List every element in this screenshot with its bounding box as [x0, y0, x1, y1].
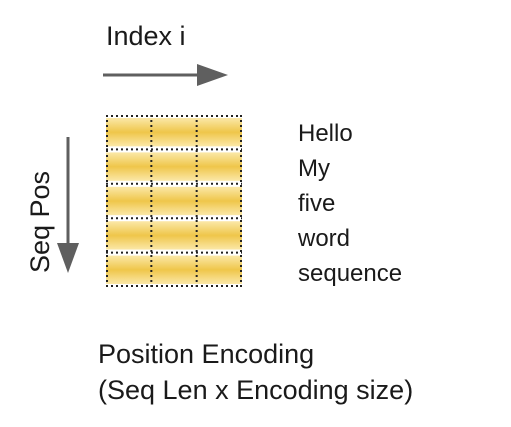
- index-label: Index i: [106, 21, 186, 51]
- encoding-row: [106, 186, 242, 216]
- word-item: five: [298, 190, 336, 217]
- seq-pos-label: Seq Pos: [25, 170, 55, 274]
- word-list: Hello My five word sequence: [298, 116, 402, 291]
- encoding-row: [106, 152, 242, 181]
- encoding-row: [106, 221, 242, 250]
- caption-line-title: Position Encoding: [98, 339, 315, 369]
- word-item: sequence: [298, 260, 403, 287]
- word-item: word: [298, 225, 351, 252]
- index-arrow: [103, 64, 228, 86]
- encoding-grid: [106, 115, 242, 287]
- word-item: Hello: [298, 120, 353, 147]
- seq-pos-arrow: [57, 137, 79, 273]
- caption-line-subtitle: (Seq Len x Encoding size): [98, 375, 414, 405]
- caption: Position Encoding (Seq Len x Encoding si…: [98, 336, 413, 408]
- encoding-row: [106, 255, 242, 284]
- encoding-row: [106, 118, 242, 147]
- word-item: My: [298, 155, 330, 182]
